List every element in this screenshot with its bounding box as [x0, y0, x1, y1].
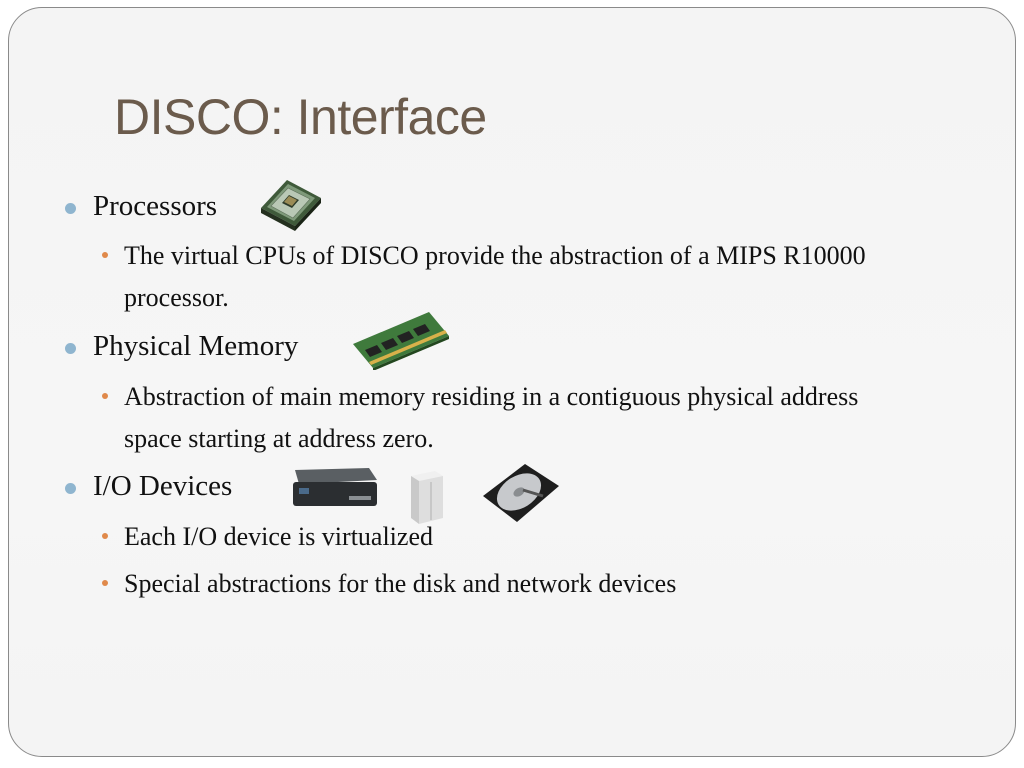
- ram-module-icon: [353, 312, 449, 370]
- cpu-chip-icon: [261, 180, 321, 231]
- sub-bullet-io-devices-2: Special abstractions for the disk and ne…: [102, 563, 914, 605]
- sub-bullet-processors-1: The virtual CPUs of DISCO provide the ab…: [102, 235, 914, 319]
- network-device-icon: [293, 468, 377, 506]
- sub-bullet-io-devices-1: Each I/O device is virtualized: [102, 516, 914, 558]
- sub-bullet-physical-memory-1: Abstraction of main memory residing in a…: [102, 376, 914, 460]
- slide-title: DISCO: Interface: [114, 89, 487, 145]
- external-drive-icon: [411, 471, 443, 524]
- slide: DISCO: Interface Processors The virtual …: [8, 7, 1016, 757]
- bullet-io-devices: I/O Devices: [64, 470, 233, 502]
- bullet-physical-memory: Physical Memory: [64, 330, 299, 362]
- bullet-processors: Processors: [64, 190, 218, 222]
- hard-disk-icon: [483, 464, 559, 522]
